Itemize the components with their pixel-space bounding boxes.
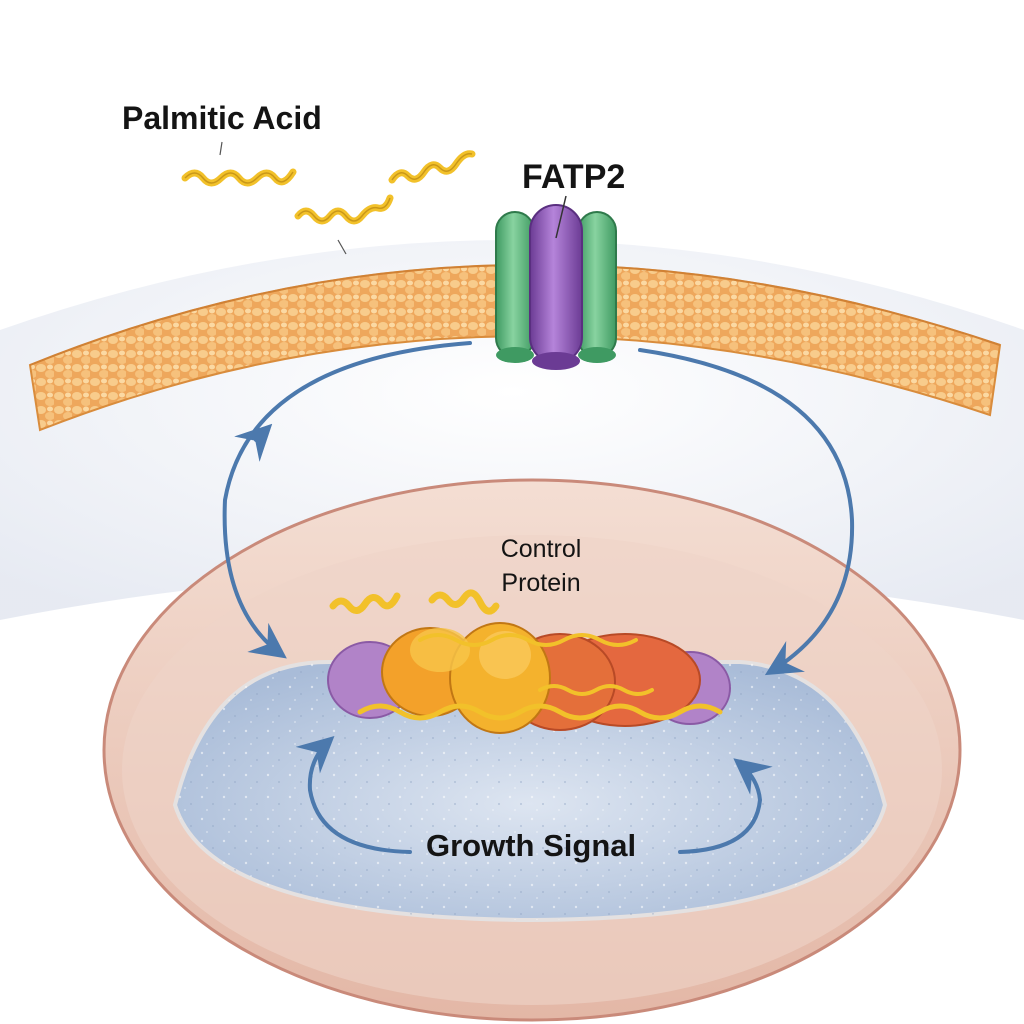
- signal-arrows: [222, 341, 855, 854]
- squiggle-icon: [294, 194, 394, 225]
- control-protein-complex: [327, 622, 731, 734]
- fatp2-transporter: [495, 204, 617, 370]
- control-protein-label-line1: Control: [500, 535, 582, 563]
- palmitic-acid-leader-line: [219, 141, 223, 156]
- left-arrow-mid-head: [234, 423, 273, 462]
- palmitic-acid-label: Palmitic Acid: [122, 100, 322, 136]
- nucleus: [102, 478, 962, 1022]
- fatp2-leader-line: [555, 195, 567, 239]
- left-arrow: [222, 341, 472, 659]
- control-protein-label-line2: Protein: [501, 569, 581, 597]
- fatp2-label: FATP2: [522, 158, 626, 196]
- squiggle-icon: [428, 589, 500, 615]
- growth-signal-label: Growth Signal: [426, 828, 637, 863]
- growth-left-arrow: [295, 735, 412, 854]
- control-protein-label: Control Protein: [440, 532, 642, 600]
- growth-right-arrow: [678, 758, 773, 854]
- squiggle-icon: [329, 592, 401, 614]
- membrane-leader-line: [337, 239, 347, 255]
- squiggle-icon: [388, 150, 476, 184]
- right-arrow: [638, 348, 855, 676]
